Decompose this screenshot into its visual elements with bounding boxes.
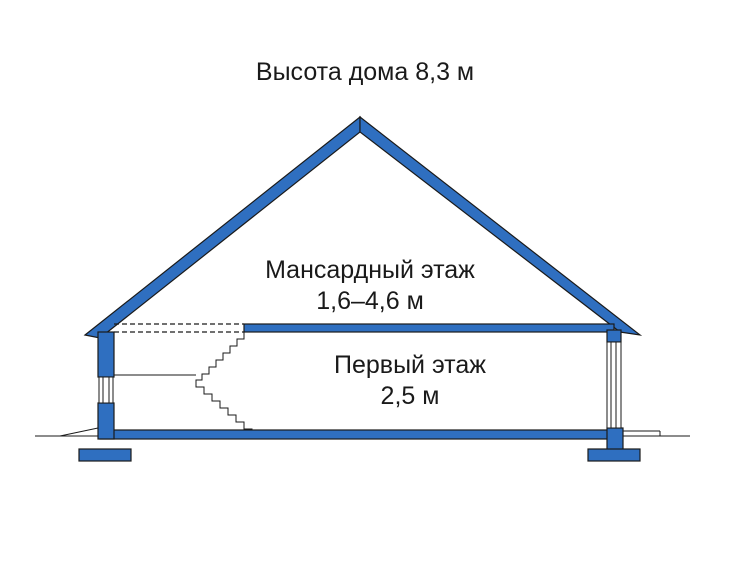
attic-floor-slab xyxy=(243,323,615,333)
attic-floor-name: Мансардный этаж xyxy=(265,256,475,284)
left-wall-lower xyxy=(97,402,115,440)
right-foundation xyxy=(587,448,641,462)
left-wall-upper xyxy=(97,331,115,378)
right-wall-base xyxy=(606,427,624,453)
right-glazed-wall xyxy=(606,341,622,429)
house-height-label: Высота дома 8,3 м xyxy=(255,58,475,86)
ground-line xyxy=(35,427,690,437)
first-floor-name: Первый этаж xyxy=(334,351,486,379)
right-wall-top xyxy=(606,329,622,343)
stair-profile xyxy=(195,332,253,430)
stair-opening-dashed xyxy=(114,323,244,333)
first-floor-height: 2,5 м xyxy=(380,382,440,410)
attic-floor-height: 1,6–4,6 м xyxy=(316,287,424,315)
left-foundation xyxy=(78,448,132,462)
left-window xyxy=(98,376,114,404)
ground-floor-slab xyxy=(99,429,621,440)
